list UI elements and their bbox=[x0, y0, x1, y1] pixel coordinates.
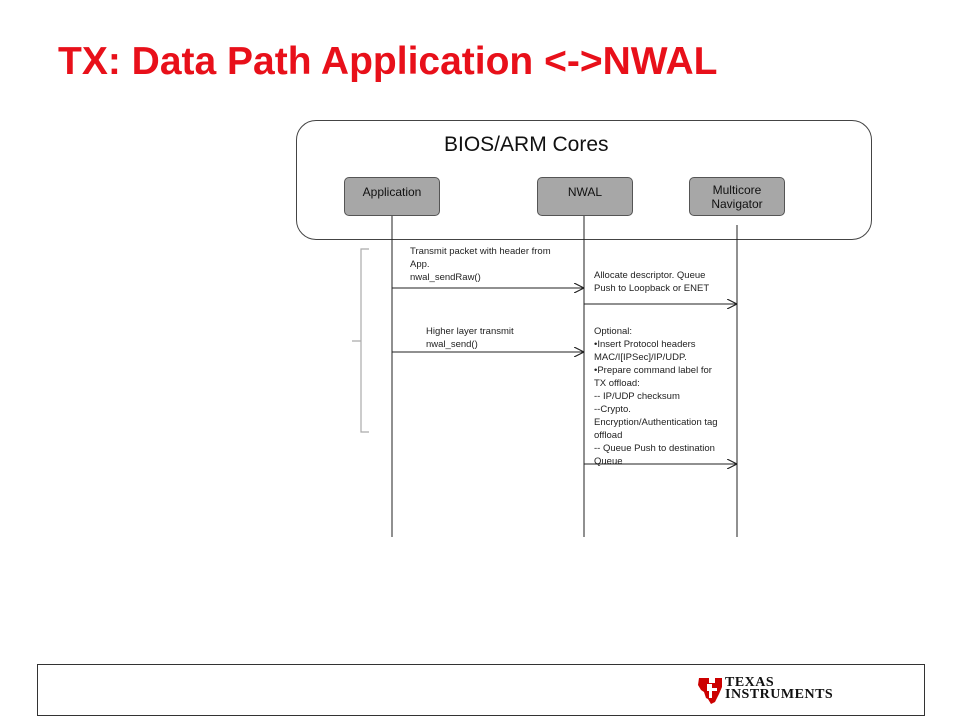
slide-title: TX: Data Path Application <->NWAL bbox=[58, 40, 718, 83]
message-line: •Prepare command label for bbox=[594, 365, 712, 376]
ti-wordmark-line1: TEXAS bbox=[725, 675, 775, 690]
message-line: -- Queue Push to destination bbox=[594, 443, 715, 454]
navigator-label-line1: Multicore bbox=[712, 182, 762, 197]
message-line: -- IP/UDP checksum bbox=[594, 391, 680, 402]
message-line: nwal_send() bbox=[426, 339, 478, 350]
nwal-label: NWAL bbox=[567, 185, 603, 199]
message-optional: Optional: •Insert Protocol headers MAC/I… bbox=[594, 325, 718, 468]
message-line: --Crypto. bbox=[594, 404, 631, 415]
message-line: nwal_sendRaw() bbox=[410, 272, 481, 283]
nwal-box: NWAL bbox=[537, 177, 633, 216]
application-label: Application bbox=[362, 185, 422, 199]
footer-bar bbox=[37, 664, 925, 716]
message-line: Queue bbox=[594, 456, 623, 467]
message-line: Allocate descriptor. Queue bbox=[594, 270, 706, 281]
message-line: Transmit packet with header from bbox=[410, 246, 551, 257]
container-label: BIOS/ARM Cores bbox=[444, 133, 609, 156]
texas-instruments-logo-icon bbox=[698, 678, 722, 704]
multicore-navigator-box: Multicore Navigator bbox=[689, 177, 785, 216]
message-line: MAC/I[IPSec]/IP/UDP. bbox=[594, 352, 687, 363]
ti-wordmark-line2: INSTRUMENTS bbox=[725, 687, 834, 702]
message-line: offload bbox=[594, 430, 623, 441]
message-line: Encryption/Authentication tag bbox=[594, 417, 718, 428]
message-send-raw: Transmit packet with header from App. nw… bbox=[410, 245, 551, 284]
message-line: Higher layer transmit bbox=[426, 326, 514, 337]
ti-wordmark: TEXAS INSTRUMENTS bbox=[725, 675, 834, 702]
message-line: Push to Loopback or ENET bbox=[594, 283, 710, 294]
grouping-bracket bbox=[352, 248, 369, 433]
message-line: App. bbox=[410, 259, 430, 270]
application-box: Application bbox=[344, 177, 440, 216]
message-send: Higher layer transmit nwal_send() bbox=[426, 325, 514, 351]
navigator-label-line2: Navigator bbox=[711, 196, 763, 211]
message-line: Optional: bbox=[594, 326, 633, 337]
message-allocate: Allocate descriptor. Queue Push to Loopb… bbox=[594, 269, 709, 295]
message-line: •Insert Protocol headers bbox=[594, 339, 696, 350]
message-line: TX offload: bbox=[594, 378, 640, 389]
